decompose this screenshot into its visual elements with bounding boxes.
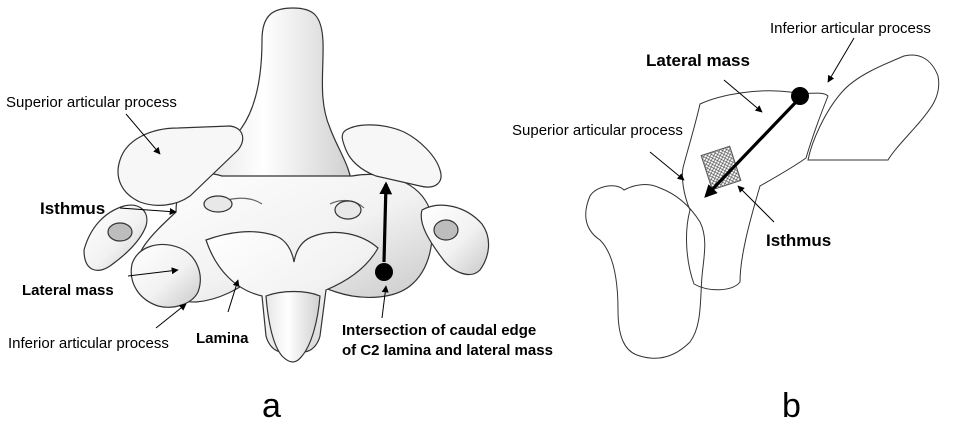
panel-label-a: a xyxy=(262,388,281,424)
label-intersection-line2: of C2 lamina and lateral mass xyxy=(342,342,553,360)
lower-vertebra-outline xyxy=(586,184,705,358)
label-superior-articular-process-b: Superior articular process xyxy=(512,122,683,140)
c2-vertebra-posterior-view xyxy=(84,8,489,362)
right-transverse-foramen xyxy=(434,220,458,240)
left-transverse-foramen xyxy=(108,223,132,241)
spinous-process xyxy=(266,292,320,363)
label-isthmus-b: Isthmus xyxy=(766,232,831,250)
label-lamina-a: Lamina xyxy=(196,330,249,348)
label-inferior-articular-process-b: Inferior articular process xyxy=(770,20,931,38)
c2-lateral-view xyxy=(586,55,939,358)
label-lateral-mass-b: Lateral mass xyxy=(646,52,750,70)
label-superior-articular-process-a: Superior articular process xyxy=(6,94,177,112)
label-isthmus-a: Isthmus xyxy=(40,200,105,218)
lateral-mass-point xyxy=(791,87,809,105)
label-intersection-line1: Intersection of caudal edge xyxy=(342,322,536,340)
label-inferior-articular-process-a: Inferior articular process xyxy=(8,335,169,353)
label-lateral-mass-a: Lateral mass xyxy=(22,282,114,300)
intersection-point xyxy=(375,263,393,281)
upper-facet-outline xyxy=(808,55,939,160)
panel-label-b: b xyxy=(782,388,801,424)
left-lateral-mass xyxy=(131,245,200,308)
right-transverse-process xyxy=(421,205,488,274)
